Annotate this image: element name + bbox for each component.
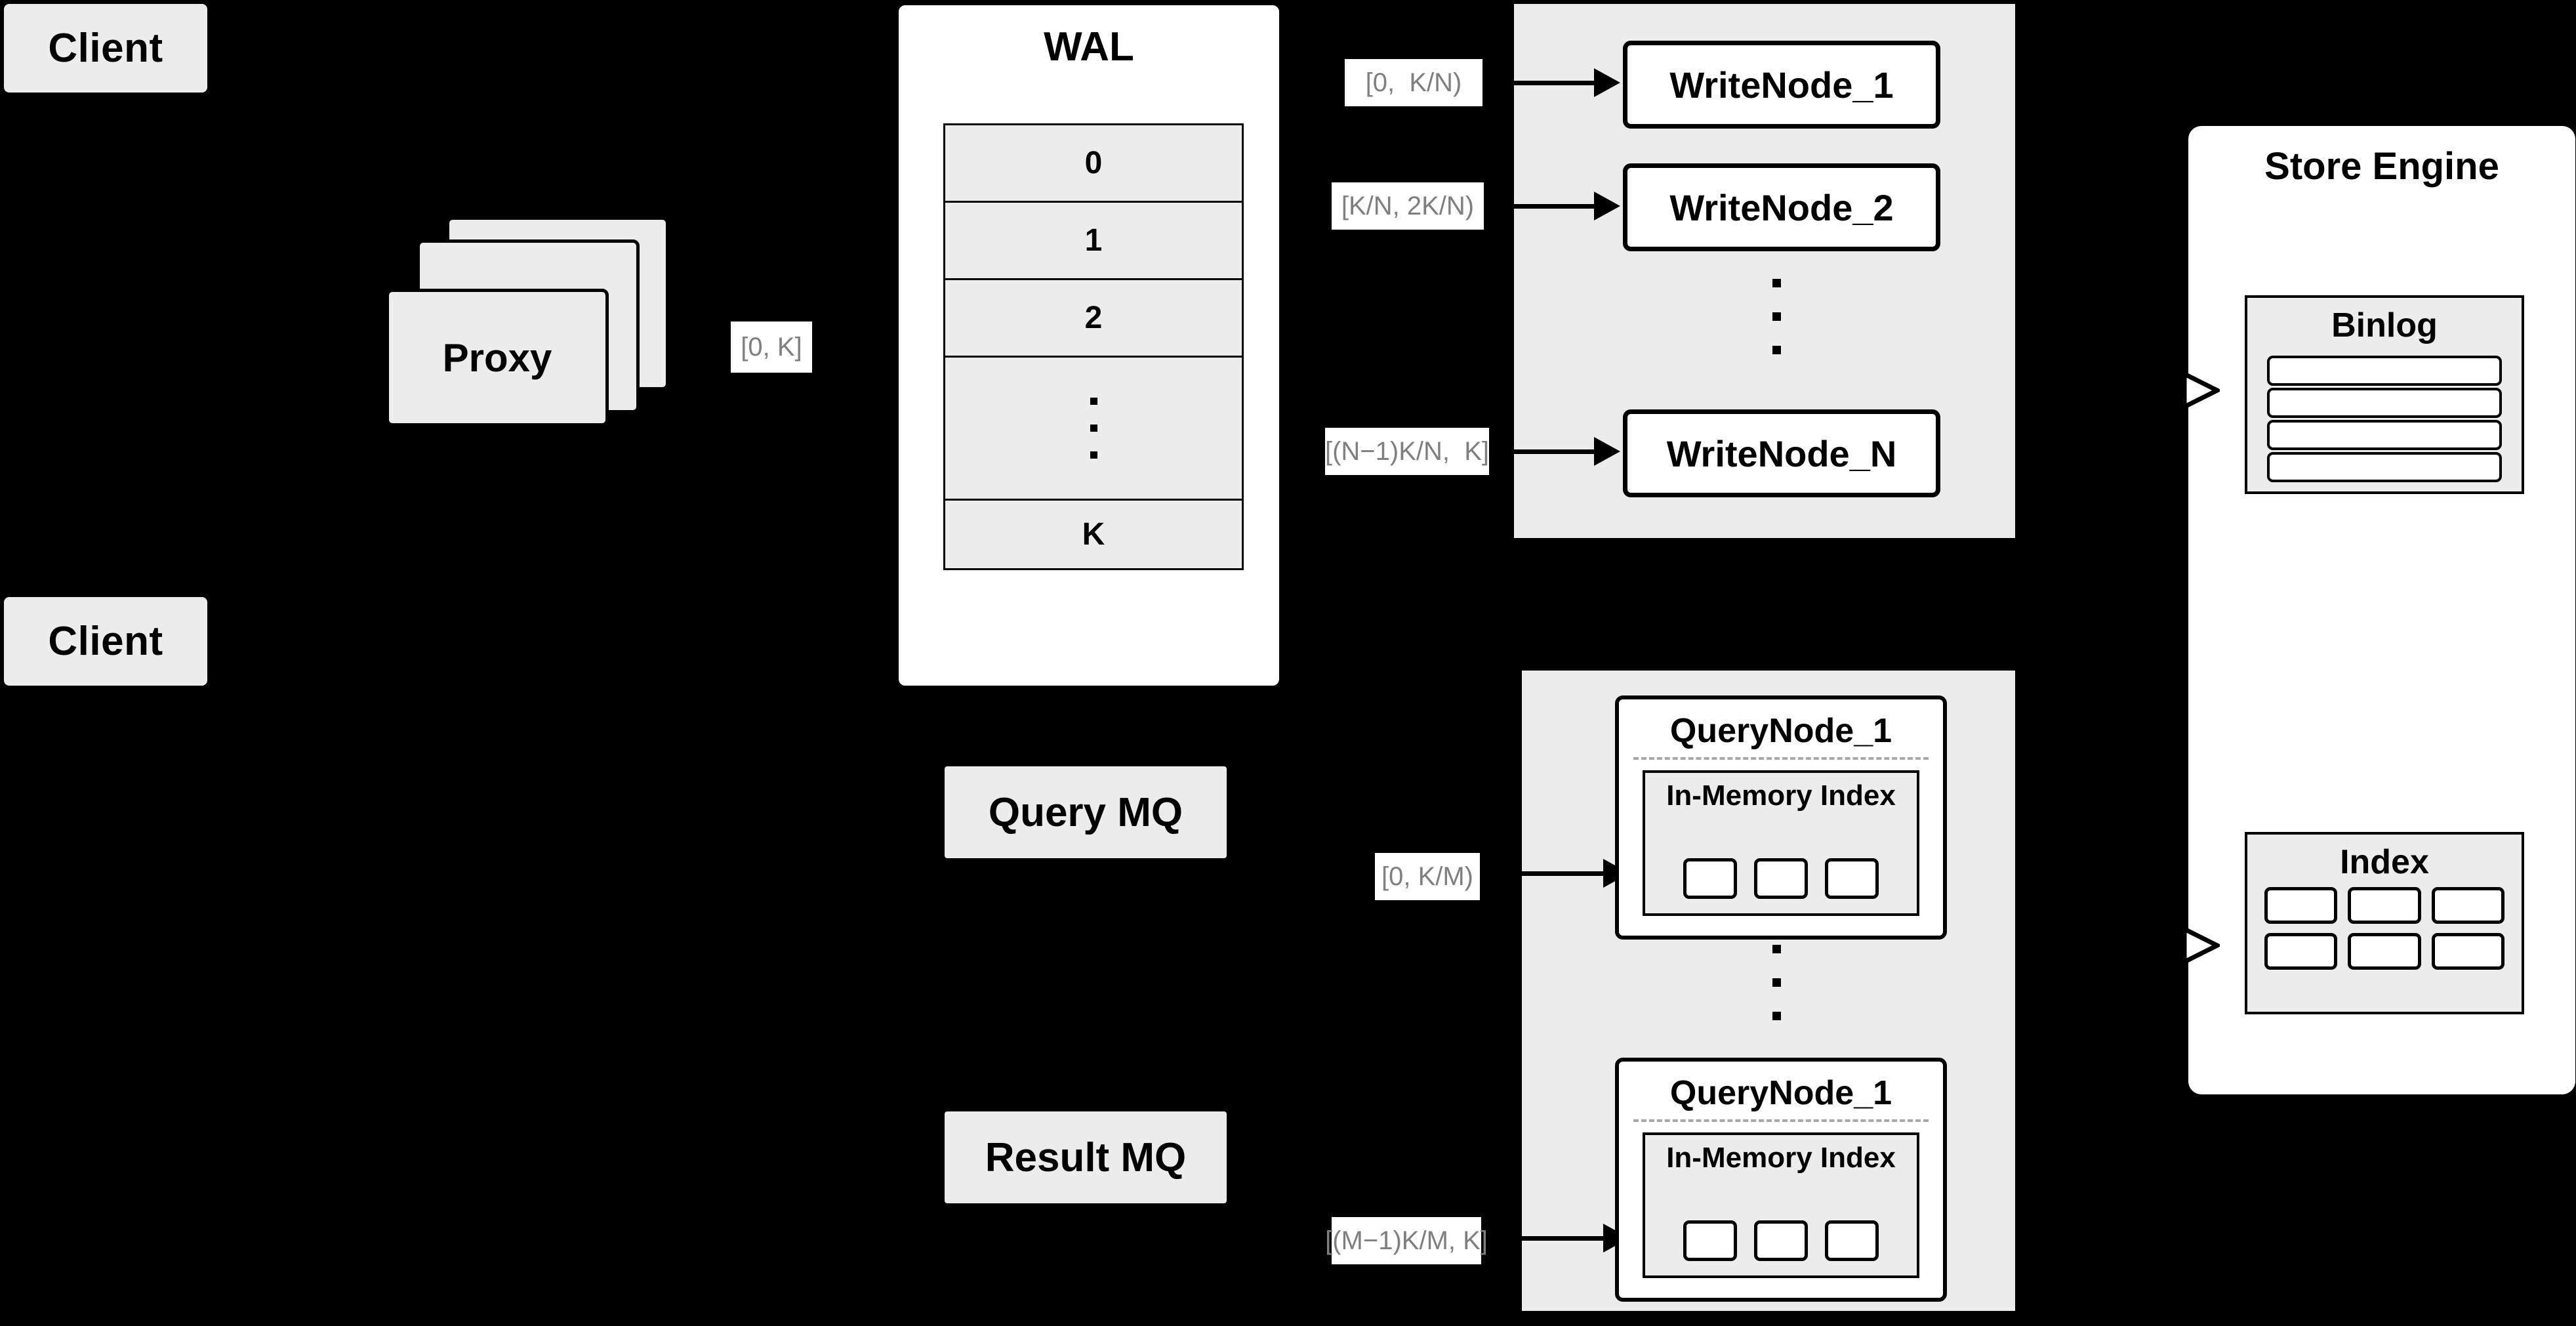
index-cell[interactable] [1683,858,1737,899]
query-node-m-divider [1633,1119,1929,1122]
write-arrow-head-n [1594,437,1620,466]
ellipsis-dot [1772,978,1781,987]
query-node-1[interactable]: QueryNode_1 In-Memory Index [1615,695,1947,940]
write-range-label-2: [K/N, 2K/N) [1332,182,1484,230]
write-range-label-1: [0, K/N) [1345,59,1482,106]
write-node-1[interactable]: WriteNode_1 [1623,41,1940,129]
query-node-1-title: QueryNode_1 [1669,712,1892,750]
index-cell[interactable] [1825,1220,1879,1261]
index-cell[interactable] [1683,1220,1737,1261]
query-node-m-title: QueryNode_1 [1669,1074,1892,1112]
in-memory-index-1-title: In-Memory Index [1666,779,1896,812]
wal-row-0[interactable]: 0 [945,125,1242,203]
ellipsis-dot [1090,398,1097,405]
binlog-arrow-line [2142,388,2190,392]
client-label-1: Client [48,26,163,71]
ellipsis-dot [1772,312,1781,321]
client-box-2[interactable]: Client [4,597,207,686]
store-engine-title: Store Engine [2264,145,2499,188]
write-cluster-ellipsis [1770,279,1783,354]
query-node-m[interactable]: QueryNode_1 In-Memory Index [1615,1058,1947,1302]
client-label-2: Client [48,619,163,664]
ellipsis-dot [1772,346,1781,354]
write-node-n[interactable]: WriteNode_N [1623,409,1940,497]
index-cell[interactable] [2431,887,2504,924]
wal-row-ellipsis [945,358,1242,501]
ellipsis-dot [1090,451,1097,459]
store-engine-panel: Store Engine Binlog Index [2188,126,2575,1094]
write-arrow-line-1 [1493,81,1598,85]
wal-row-k[interactable]: K [945,501,1242,568]
index-cell[interactable] [2264,887,2338,924]
index-arrow-line [2142,943,2190,947]
proxy-box[interactable]: Proxy [386,289,609,426]
query-cluster-ellipsis [1770,945,1783,1020]
wal-panel: WAL 0 1 2 K [896,3,1282,688]
query-range-label-1: [0, K/M) [1375,853,1480,900]
ellipsis-dot [1772,945,1781,953]
ellipsis-dot [1772,279,1781,287]
wal-entry-stack: 0 1 2 K [943,123,1244,570]
wal-title: WAL [1044,24,1134,70]
write-arrow-line-n [1493,449,1598,454]
index-cell[interactable] [2348,887,2421,924]
index-cell[interactable] [1754,1220,1808,1261]
query-mq-box[interactable]: Query MQ [945,766,1227,858]
binlog-title: Binlog [2331,306,2438,344]
index-cell[interactable] [2431,933,2504,970]
write-node-2[interactable]: WriteNode_2 [1623,163,1940,251]
binlog-row[interactable] [2267,452,2502,482]
proxy-range-label: [0, K] [731,321,812,373]
write-arrow-head-2 [1594,192,1620,220]
query-node-1-divider [1633,757,1929,760]
wal-row-1[interactable]: 1 [945,203,1242,280]
index-cell[interactable] [1754,858,1808,899]
binlog-box: Binlog [2245,295,2524,494]
index-title: Index [2340,843,2429,881]
query-arrow-line-m [1490,1236,1608,1241]
binlog-row[interactable] [2267,356,2502,386]
wal-row-2[interactable]: 2 [945,280,1242,358]
binlog-row-list [2267,356,2502,482]
write-range-label-n: [(N−1)K/N, K] [1325,428,1489,475]
in-memory-index-m: In-Memory Index [1643,1132,1919,1278]
in-memory-index-m-cells [1645,1220,1917,1261]
index-cell[interactable] [2264,933,2338,970]
query-arrow-line-1 [1490,871,1608,876]
index-box: Index [2245,832,2524,1014]
ellipsis-dot [1090,425,1097,432]
client-box-1[interactable]: Client [4,4,207,93]
binlog-row[interactable] [2267,420,2502,450]
index-cell-grid [2264,887,2504,970]
query-range-label-m: [(M−1)K/M, K] [1325,1217,1488,1264]
index-cell[interactable] [1825,858,1879,899]
ellipsis-dot [1772,1012,1781,1020]
write-arrow-line-2 [1493,204,1598,209]
index-cell[interactable] [2348,933,2421,970]
in-memory-index-m-title: In-Memory Index [1666,1142,1896,1174]
in-memory-index-1: In-Memory Index [1643,770,1919,916]
binlog-row[interactable] [2267,388,2502,418]
write-arrow-head-1 [1594,68,1620,97]
in-memory-index-1-cells [1645,858,1917,899]
result-mq-box[interactable]: Result MQ [945,1111,1227,1203]
proxy-label: Proxy [442,335,552,380]
